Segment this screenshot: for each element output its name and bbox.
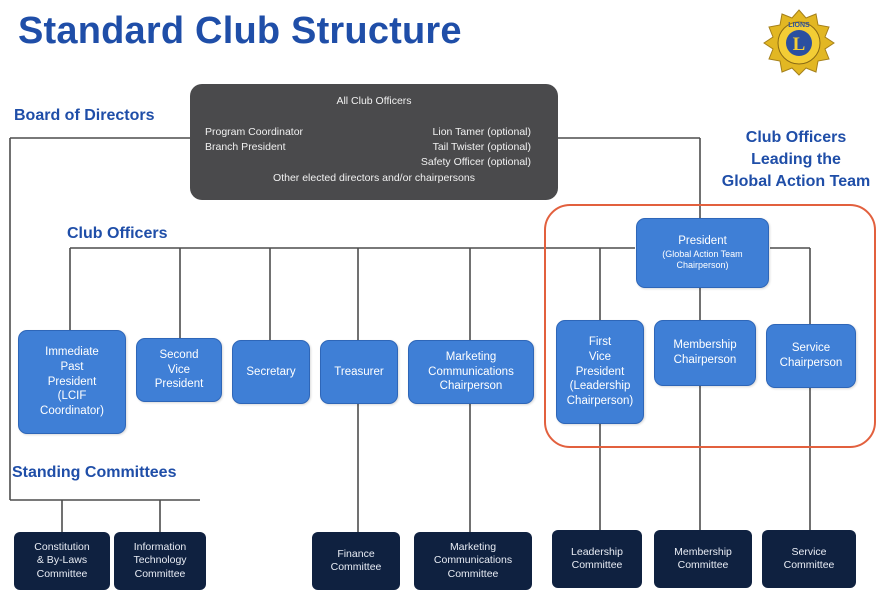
officer-second-vice-president: Second Vice President — [136, 338, 222, 402]
board-right-line: Lion Tamer (optional) — [432, 126, 531, 138]
committee-membership: Membership Committee — [654, 530, 752, 588]
global-action-team-label: Club Officers Leading the Global Action … — [721, 129, 871, 191]
officer-treasurer: Treasurer — [320, 340, 398, 404]
committee-service: Service Committee — [762, 530, 856, 588]
president-title: President — [678, 235, 727, 248]
officer-service-chairperson: Service Chairperson — [766, 324, 856, 388]
president-subtitle: (Global Action Team Chairperson) — [662, 248, 743, 271]
board-right-line: Safety Officer (optional) — [420, 156, 531, 168]
officer-immediate-past-president: Immediate Past President (LCIF Coordinat… — [18, 330, 126, 434]
officer-membership-chairperson: Membership Chairperson — [654, 320, 756, 386]
standing-committees-label: Standing Committees — [12, 464, 177, 481]
officer-first-vice-president: First Vice President (Leadership Chairpe… — [556, 320, 644, 424]
board-of-directors-label: Board of Directors — [14, 107, 155, 124]
officer-secretary: Secretary — [232, 340, 310, 404]
committee-information-technology: Information Technology Committee — [114, 532, 206, 590]
board-of-directors-box: All Club Officers Program Coordinator Br… — [190, 84, 558, 200]
lions-logo-text: LIONS — [788, 22, 810, 29]
committee-leadership: Leadership Committee — [552, 530, 642, 588]
board-footer: Other elected directors and/or chairpers… — [273, 172, 475, 184]
officer-marketing-communications-chairperson: Marketing Communications Chairperson — [408, 340, 534, 404]
committee-marketing-communications: Marketing Communications Committee — [414, 532, 532, 590]
svg-text:L: L — [793, 34, 806, 55]
board-left-line: Branch President — [205, 141, 286, 153]
committee-finance: Finance Committee — [312, 532, 400, 590]
board-right-line: Tail Twister (optional) — [432, 141, 531, 153]
lions-logo: L LIONS — [763, 9, 835, 76]
global-action-team-frame — [544, 204, 876, 448]
page-title: Standard Club Structure — [18, 10, 462, 52]
club-officers-label: Club Officers — [67, 225, 168, 242]
board-heading: All Club Officers — [336, 95, 412, 107]
committee-constitution-by-laws: Constitution & By-Laws Committee — [14, 532, 110, 590]
president-node: President (Global Action Team Chairperso… — [636, 218, 769, 288]
board-left-line: Program Coordinator — [205, 126, 304, 138]
